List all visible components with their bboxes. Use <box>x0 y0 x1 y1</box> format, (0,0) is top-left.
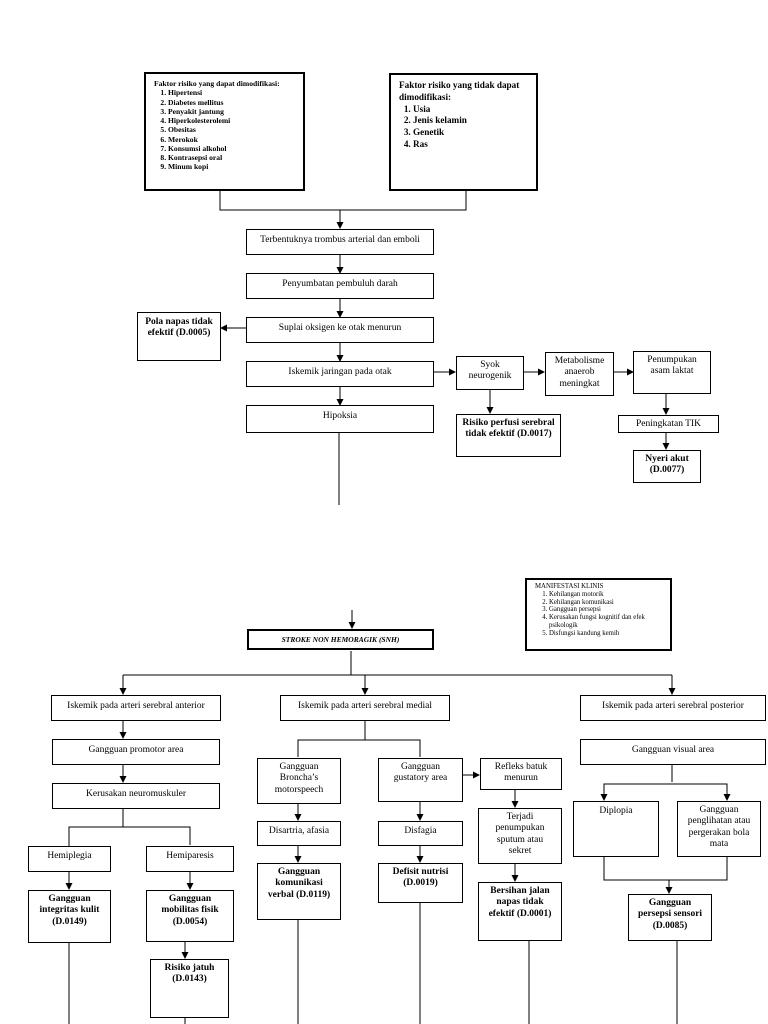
snh-title-box: STROKE NON HEMORAGIK (SNH) <box>247 629 434 650</box>
gustatory-node: Gangguan gustatory area <box>378 758 463 802</box>
dysarthria-node: Disartria, afasia <box>257 821 341 846</box>
risk-item: Hipertensi <box>168 88 295 97</box>
risk-item: Minum kopi <box>168 162 295 171</box>
manifestation-item: Kehilangan motorik <box>549 591 662 599</box>
risk-item: Penyakit jantung <box>168 107 295 116</box>
diagnosis-fall-risk: Risiko jatuh (D.0143) <box>150 959 229 1018</box>
broncha-node: Gangguan Broncha’s motorspeech <box>257 758 341 804</box>
blockage-node: Penyumbatan pembuluh darah <box>246 273 434 299</box>
neuromuscular-node: Kerusakan neuromuskuler <box>52 783 220 809</box>
risk-item: Ras <box>413 139 528 151</box>
risk-item: Diabetes mellitus <box>168 98 295 107</box>
dysphagia-node: Disfagia <box>378 821 463 846</box>
diagnosis-nutrition: Defisit nutrisi (D.0019) <box>378 863 463 903</box>
diagnosis-sensory-perception: Gangguan persepsi sensori (D.0085) <box>628 894 712 941</box>
diagnosis-pain: Nyeri akut (D.0077) <box>633 450 701 483</box>
sputum-node: Terjadi penumpukan sputum atau sekret <box>478 808 562 864</box>
diplopia-node: Diplopia <box>573 801 659 857</box>
manifestation-item: Gangguan persepsi <box>549 606 662 614</box>
risk-item: Genetik <box>413 127 528 139</box>
manifestation-item: Kehilangan komunikasi <box>549 599 662 607</box>
thrombus-node: Terbentuknya trombus arterial dan emboli <box>246 229 434 255</box>
branch-anterior: Iskemik pada arteri serebral anterior <box>51 695 221 721</box>
branch-medial: Iskemik pada arteri serebral medial <box>280 695 450 721</box>
promotor-node: Gangguan promotor area <box>52 739 220 765</box>
risk-item: Jenis kelamin <box>413 115 528 127</box>
risk-item: Hiperkolesterolemi <box>168 116 295 125</box>
risk-item: Kontrasepsi oral <box>168 153 295 162</box>
hemiparesis-node: Hemiparesis <box>146 846 234 872</box>
risk-modifiable-title: Faktor risiko yang dapat dimodifikasi: <box>154 79 280 88</box>
risk-factors-nonmodifiable-box: Faktor risiko yang tidak dapat dimodifik… <box>389 73 538 191</box>
risk-item: Merokok <box>168 135 295 144</box>
diagnosis-breathing: Pola napas tidak efektif (D.0005) <box>137 312 221 361</box>
manifestation-item: Disfungsi kandung kemih <box>549 630 662 638</box>
lactate-node: Penumpukan asam laktat <box>633 351 711 394</box>
shock-node: Syok neurogenik <box>456 356 524 390</box>
diagnosis-airway: Bersihan jalan napas tidak efektif (D.00… <box>478 882 562 941</box>
diagnosis-mobility: Gangguan mobilitas fisik (D.0054) <box>146 890 234 942</box>
branch-posterior: Iskemik pada arteri serebral posterior <box>580 695 766 721</box>
cough-reflex-node: Refleks batuk menurun <box>480 758 562 790</box>
diagnosis-verbal-communication: Gangguan komunikasi verbal (D.0119) <box>257 863 341 920</box>
manifestations-title: MANIFESTASI KLINIS <box>535 583 604 590</box>
tik-node: Peningkatan TIK <box>618 415 719 433</box>
hemiplegia-node: Hemiplegia <box>28 846 111 872</box>
visual-area-node: Gangguan visual area <box>580 739 766 765</box>
clinical-manifestations-box: MANIFESTASI KLINIS Kehilangan motorik Ke… <box>525 578 672 651</box>
hypoxia-node: Hipoksia <box>246 405 434 433</box>
risk-item: Konsumsi alkohol <box>168 144 295 153</box>
vision-movement-node: Gangguan penglihatan atau pergerakan bol… <box>677 801 761 857</box>
ischemia-node: Iskemik jaringan pada otak <box>246 361 434 387</box>
risk-factors-modifiable-box: Faktor risiko yang dapat dimodifikasi: H… <box>144 72 305 191</box>
risk-item: Obesitas <box>168 125 295 134</box>
diagnosis-skin-integrity: Gangguan integritas kulit (D.0149) <box>28 890 111 943</box>
diagnosis-perfusion: Risiko perfusi serebral tidak efektif (D… <box>456 414 561 457</box>
risk-item: Usia <box>413 104 528 116</box>
risk-nonmodifiable-title: Faktor risiko yang tidak dapat dimodifik… <box>399 80 520 102</box>
oxygen-node: Suplai oksigen ke otak menurun <box>246 317 434 343</box>
metabolism-node: Metabolisme anaerob meningkat <box>545 352 614 396</box>
manifestation-item: Kerusakan fungsi kognitif dan efek psiko… <box>549 614 662 630</box>
